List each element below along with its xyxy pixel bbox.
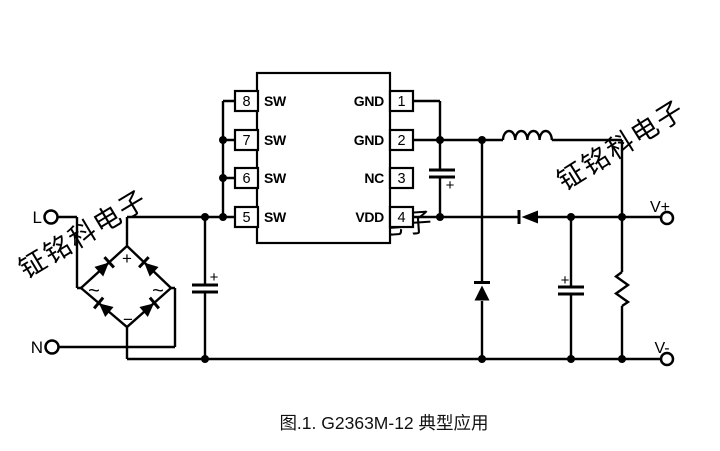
figure-caption: 图.1. G2363M-12 典型应用 (279, 413, 488, 433)
output-cap-polarity: + (561, 272, 570, 289)
watermark-text-left: 钲铭科电子 (13, 184, 153, 284)
pin-box-7 (233, 128, 260, 152)
line-terminal (43, 209, 59, 225)
pin-label-sw-7: SW (264, 132, 287, 148)
pin-number-2: 2 (397, 133, 405, 149)
pin-label-vdd-4: VDD (355, 209, 384, 225)
pin-box-4 (388, 205, 415, 229)
pin-label-sw-6: SW (264, 170, 287, 186)
pin-box-6 (233, 166, 260, 190)
pin-box-8 (233, 89, 260, 113)
vdd-diode (517, 210, 538, 224)
v-plus-label: V+ (650, 199, 670, 216)
pin-label-nc-3: NC (364, 170, 384, 186)
diodes (474, 210, 538, 301)
v-plus-terminal (659, 210, 675, 226)
bulk-capacitor (192, 283, 218, 294)
bridge-plus-symbol: + (122, 249, 132, 268)
pin-box-2 (388, 128, 415, 152)
pin-number-4: 4 (397, 210, 405, 226)
pin-box-5 (233, 205, 260, 229)
bridge-ac-left-symbol: ~ (88, 280, 100, 302)
v-minus-label: V- (654, 340, 669, 357)
bridge-minus-symbol: − (123, 310, 133, 329)
terminals: L N V+ V- (31, 199, 675, 367)
bridge-ac-right-symbol: ~ (152, 280, 164, 302)
ic: 8 7 6 5 SW SW SW SW 1 2 3 4 GND GND NC V… (233, 71, 415, 245)
vdd-cap-polarity: + (446, 177, 455, 194)
wires (57, 99, 661, 361)
junction-dots (201, 136, 626, 363)
vdd-capacitor (429, 168, 455, 179)
v-minus-terminal (659, 351, 675, 367)
pin-box-3 (388, 166, 415, 190)
ic-body (255, 71, 392, 245)
pin-number-7: 7 (242, 133, 250, 149)
pin-number-1: 1 (397, 94, 405, 110)
neutral-terminal-label: N (31, 338, 43, 357)
pin-box-1 (388, 89, 415, 113)
bridge-diode-bottom-left (92, 296, 114, 317)
neutral-terminal (44, 339, 60, 355)
pin-label-gnd-1: GND (354, 93, 384, 109)
load-resistor (613, 271, 631, 307)
bulk-cap-polarity: + (210, 269, 219, 286)
capacitors: + + + (192, 168, 584, 296)
pin-label-gnd-2: GND (354, 132, 384, 148)
bridge-diode-top-left (94, 256, 115, 277)
line-terminal-label: L (33, 208, 42, 227)
freewheel-diode (474, 281, 490, 301)
pin-number-6: 6 (242, 171, 250, 187)
pin-number-5: 5 (242, 210, 250, 226)
pin-number-3: 3 (397, 171, 405, 187)
pin-number-8: 8 (242, 94, 250, 110)
pin-label-sw-5: SW (264, 209, 287, 225)
output-capacitor (558, 285, 584, 296)
bridge-diode-top-right (138, 256, 159, 277)
inductor (501, 129, 553, 141)
bridge-rectifier: + − ~ ~ (79, 244, 173, 329)
bridge-diode-bottom-right (139, 296, 161, 317)
pin-label-sw-8: SW (264, 93, 287, 109)
